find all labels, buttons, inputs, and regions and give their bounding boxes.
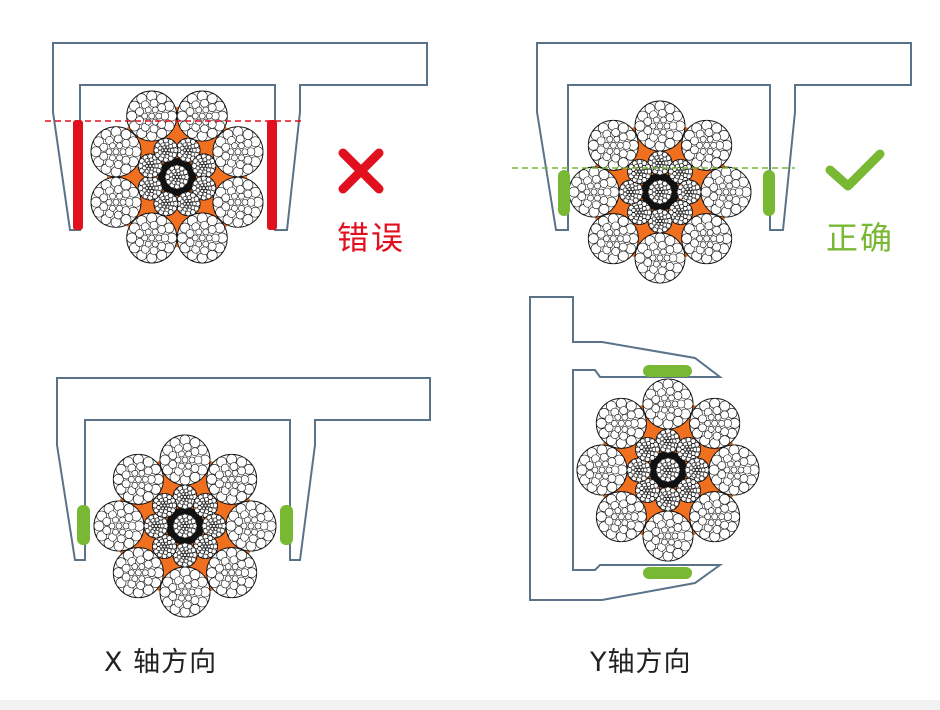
strand (634, 232, 686, 284)
strand (634, 100, 686, 152)
jaw-contact-right-wrong (267, 120, 277, 230)
jaw-contact-right-x (280, 505, 293, 545)
strand (595, 491, 647, 543)
strand (201, 513, 227, 539)
strand (172, 513, 198, 539)
strand (681, 119, 733, 171)
strand (90, 126, 142, 178)
wire-rope-x-direction (93, 434, 277, 618)
strand (576, 444, 628, 496)
strand (689, 491, 741, 543)
footer-strip (0, 700, 940, 710)
strand (700, 166, 752, 218)
strand (668, 200, 694, 226)
strand (151, 534, 177, 560)
strand (137, 175, 163, 201)
strand (676, 478, 702, 504)
strand (626, 200, 652, 226)
strand (595, 397, 647, 449)
strand (172, 542, 198, 568)
strand (151, 492, 177, 518)
strand (206, 453, 258, 505)
strand (626, 158, 652, 184)
strand (681, 213, 733, 265)
caliper-correct (536, 42, 912, 231)
strand (126, 90, 178, 142)
verdict-correct: 正确 (826, 219, 895, 257)
strand (568, 166, 620, 218)
jaw-contact-left-wrong (73, 120, 83, 230)
jaw-contact-right-correct (763, 170, 775, 216)
cross-icon (338, 148, 384, 194)
caliper-y-direction (529, 296, 724, 601)
strand (137, 153, 163, 179)
strand (176, 90, 228, 142)
strand (206, 547, 258, 599)
strand (642, 510, 694, 562)
strand (676, 179, 702, 205)
strand (634, 436, 660, 462)
strand (191, 175, 217, 201)
verdict-wrong: 错误 (337, 219, 406, 257)
strand (191, 153, 217, 179)
jaw-contact-left-x (77, 505, 90, 545)
strand (647, 179, 673, 205)
jaw-contact-top-y (643, 365, 692, 377)
strand (212, 176, 264, 228)
strand (642, 378, 694, 430)
strand (212, 126, 264, 178)
strand (618, 179, 644, 205)
strand (126, 212, 178, 264)
strand (193, 534, 219, 560)
strand (112, 547, 164, 599)
strand (112, 453, 164, 505)
strand (655, 486, 681, 512)
strand (655, 457, 681, 483)
strand (587, 119, 639, 171)
strand (153, 137, 179, 163)
caliper-wrong (52, 42, 428, 231)
strand (708, 444, 760, 496)
caliper-x-direction (56, 377, 431, 561)
strand (193, 492, 219, 518)
strand (93, 500, 145, 552)
strand (159, 434, 211, 486)
strand (689, 397, 741, 449)
strand (164, 164, 190, 190)
strand (225, 500, 277, 552)
jaw-contact-bottom-y (643, 567, 692, 579)
strand (647, 208, 673, 234)
jaw-contact-left-correct (558, 170, 570, 216)
strand (587, 213, 639, 265)
strand (175, 191, 201, 217)
strand (175, 137, 201, 163)
wire-rope-y-direction (576, 378, 760, 562)
strand (153, 191, 179, 217)
strand (676, 436, 702, 462)
label-x-direction: X 轴方向 (104, 647, 218, 678)
strand (176, 212, 228, 264)
strand (159, 566, 211, 618)
wire-rope-wrong (90, 90, 264, 264)
label-y-direction: Y轴方向 (590, 647, 692, 678)
strand (684, 457, 710, 483)
check-icon (825, 149, 885, 191)
strand (90, 176, 142, 228)
wire-rope-correct (568, 100, 752, 284)
